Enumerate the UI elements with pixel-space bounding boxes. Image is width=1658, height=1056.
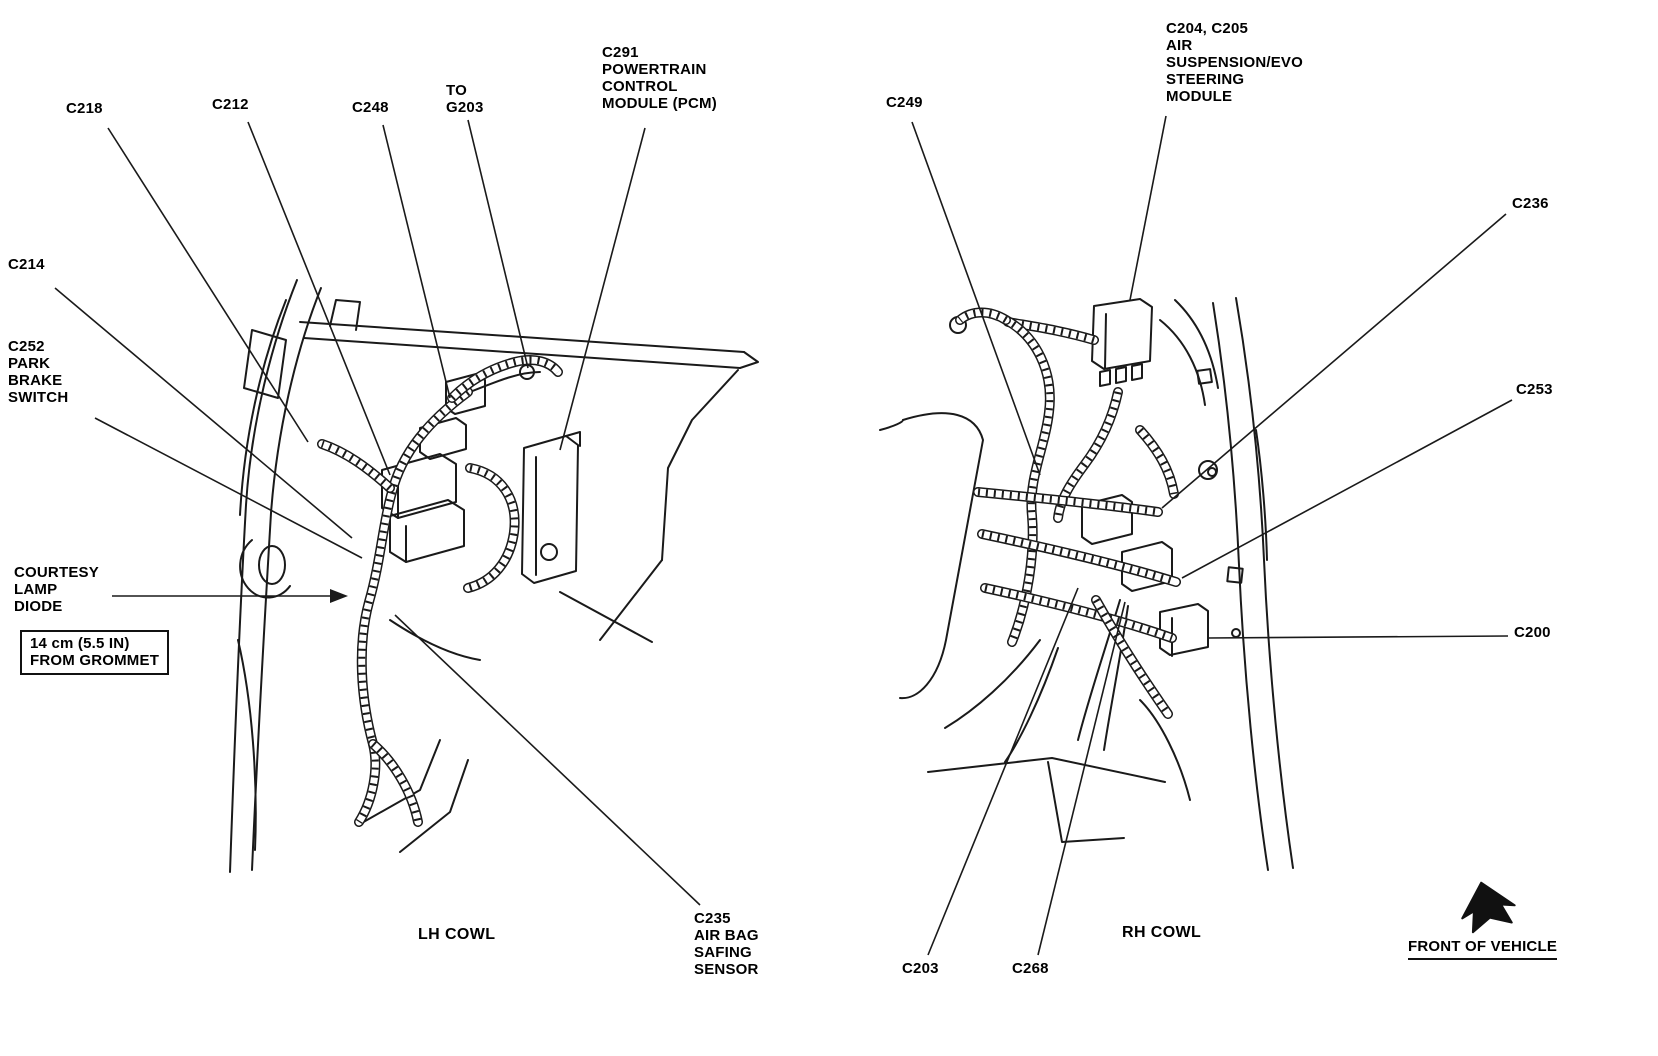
callout-c253: C253 <box>1516 381 1553 398</box>
callout-c200: C200 <box>1514 624 1551 641</box>
lh-cowl-caption: LH COWL <box>418 926 496 943</box>
leader-lines <box>54 115 1513 956</box>
callout-to-g203: TO G203 <box>446 82 484 116</box>
front-of-vehicle-arrow-icon <box>1461 881 1516 934</box>
callout-c236: C236 <box>1512 195 1549 212</box>
rh-cowl-drawing <box>879 297 1294 871</box>
callout-courtesy-lamp-diode: COURTESY LAMP DIODE <box>14 564 99 615</box>
grommet-distance-note: 14 cm (5.5 IN) FROM GROMMET <box>20 630 170 675</box>
callout-c203: C203 <box>902 960 939 977</box>
callout-c249: C249 <box>886 94 923 111</box>
callout-c291-pcm: C291 POWERTRAIN CONTROL MODULE (PCM) <box>602 44 717 112</box>
callout-c218: C218 <box>66 100 103 117</box>
callout-c268: C268 <box>1012 960 1049 977</box>
front-of-vehicle-label: FRONT OF VEHICLE <box>1408 938 1558 960</box>
callout-c252-park-brake-switch: C252 PARK BRAKE SWITCH <box>8 338 69 406</box>
callout-c235-airbag-safing-sensor: C235 AIR BAG SAFING SENSOR <box>694 910 759 978</box>
callout-c204-c205-module: C204, C205 AIR SUSPENSION/EVO STEERING M… <box>1166 20 1304 105</box>
rh-cowl-caption: RH COWL <box>1122 924 1202 941</box>
lh-cowl-drawing <box>229 279 759 873</box>
callout-c248: C248 <box>352 99 389 116</box>
callout-c212: C212 <box>212 96 249 113</box>
callout-c214: C214 <box>8 256 45 273</box>
